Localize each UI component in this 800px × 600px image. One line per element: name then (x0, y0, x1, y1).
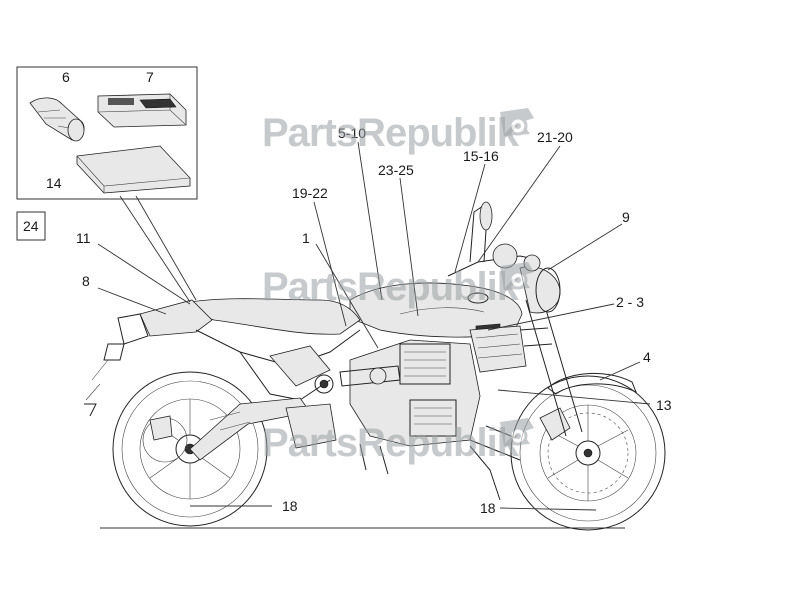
callout-4: 4 (643, 349, 651, 365)
part-7-manual-box (97, 93, 187, 128)
callout-8: 8 (82, 273, 90, 289)
callout-7: 7 (146, 69, 154, 85)
callout-labels: 6 7 14 24 11 8 5-10 19-22 23-25 15-16 21… (23, 69, 672, 516)
leader-lines (97, 141, 651, 511)
callout-2-3: 2 - 3 (616, 294, 644, 310)
gear-flag-icon (500, 108, 534, 136)
watermark-text: PartsRepublik (262, 265, 520, 309)
callout-23-25: 23-25 (378, 162, 414, 178)
callout-18-front: 18 (480, 500, 496, 516)
motorcycle-illustration (84, 201, 666, 531)
callout-6: 6 (62, 69, 70, 85)
watermark-bottom: PartsRepublik (262, 418, 534, 465)
part-14-booklet (76, 145, 191, 194)
inset-box (16, 66, 198, 200)
callout-5-10: 5-10 (338, 125, 366, 141)
callout-18-rear: 18 (282, 498, 298, 514)
callout-13: 13 (656, 397, 672, 413)
callout-21-20: 21-20 (537, 129, 573, 145)
watermark-middle: PartsRepublik (262, 262, 534, 309)
callout-15-16: 15-16 (463, 148, 499, 164)
gear-flag-icon (500, 418, 534, 446)
part-24-box (16, 211, 46, 241)
callout-14: 14 (46, 175, 62, 191)
part-6-pouch (29, 97, 85, 142)
gear-flag-icon (500, 262, 534, 290)
watermark-top: PartsRepublik (262, 108, 534, 155)
watermark-text: PartsRepublik (262, 111, 520, 155)
callout-9: 9 (622, 209, 630, 225)
callout-1: 1 (302, 230, 310, 246)
callout-19-22: 19-22 (292, 185, 328, 201)
callout-24: 24 (23, 218, 39, 234)
callout-11: 11 (76, 230, 91, 246)
watermark-text: PartsRepublik (262, 421, 520, 465)
